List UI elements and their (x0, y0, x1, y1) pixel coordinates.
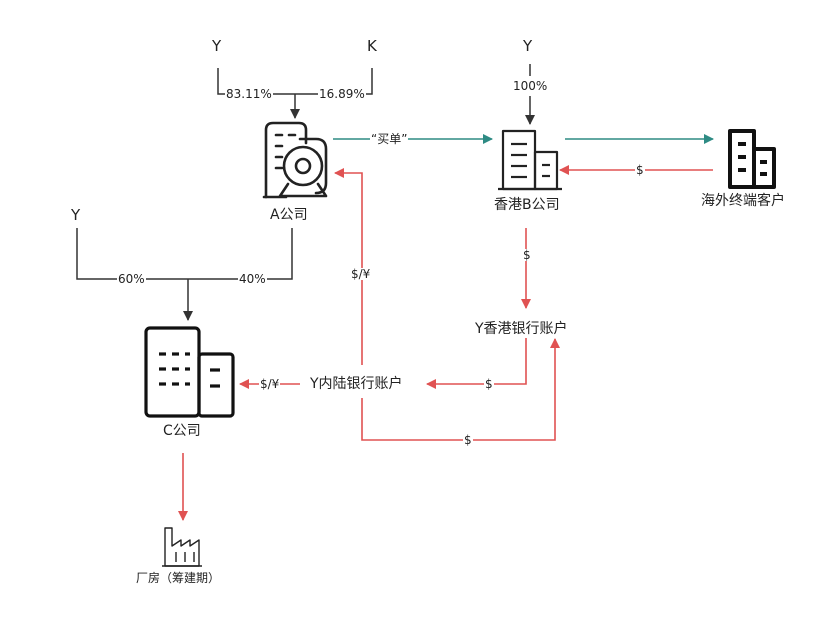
a-company-icon (262, 121, 328, 199)
c-company-label: C公司 (163, 423, 201, 439)
overseas-client-label: 海外终端客户 (701, 193, 785, 209)
money-arrow-mainland-to-a (334, 168, 363, 365)
money-label-mainland-to-c: $/¥ (259, 377, 281, 391)
money-arrow-hk-to-mainland (426, 338, 527, 389)
money-flow-lines (178, 165, 713, 521)
a-company-label: A公司 (270, 207, 308, 223)
money-label-client-to-b: $ (635, 163, 645, 177)
money-label-hk-to-mainland: $ (484, 377, 494, 391)
money-label-mainland-to-hk: $ (463, 433, 473, 447)
ownership-line-c-y (76, 228, 188, 280)
percent-y-of-c: 60% (117, 272, 146, 286)
overseas-client-icon (728, 129, 776, 189)
money-label-b-to-hk: $ (522, 248, 532, 262)
percent-y-of-a: 83.11% (225, 87, 273, 101)
c-company-icon (144, 326, 235, 418)
money-arrow-mainland-to-hk (361, 338, 560, 441)
money-label-mainland-to-a: $/¥ (350, 267, 372, 281)
factory-icon (162, 527, 202, 567)
ownership-line-c-a (188, 228, 293, 280)
shareholder-y-of-c: Y (71, 206, 81, 224)
factory-label: 厂房（筹建期） (136, 571, 221, 585)
percent-k-of-a: 16.89% (318, 87, 366, 101)
percent-a-of-c: 40% (238, 272, 267, 286)
shareholder-y-of-a: Y (212, 37, 222, 55)
shareholder-k-of-a: K (367, 37, 377, 55)
hk-bank-account-label: Y香港银行账户 (475, 321, 568, 337)
goods-flow-label-buy-order: “买单” (370, 132, 409, 146)
shareholder-y-of-b: Y (523, 37, 533, 55)
b-company-label: 香港B公司 (494, 197, 560, 213)
percent-y-of-b: 100% (512, 79, 549, 93)
mainland-bank-account-label: Y内陆银行账户 (310, 376, 403, 392)
b-company-icon (498, 129, 562, 191)
